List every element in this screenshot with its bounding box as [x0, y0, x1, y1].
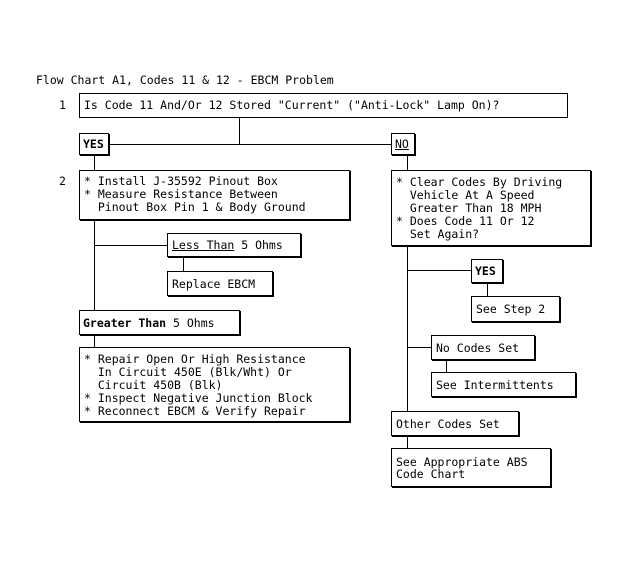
repair-line: * Repair Open Or High Resistance — [84, 352, 306, 366]
clear-codes-line: Greater Than 18 MPH — [396, 201, 542, 215]
connector — [487, 283, 488, 296]
see-step-2-box: See Step 2 — [471, 296, 560, 322]
no-label-box: NO — [391, 133, 415, 155]
clear-codes-line: * Clear Codes By Driving — [396, 175, 563, 189]
connector — [446, 360, 447, 372]
chart-title: Flow Chart A1, Codes 11 & 12 - EBCM Prob… — [36, 73, 334, 87]
connector — [94, 245, 168, 246]
repair-line: * Reconnect EBCM & Verify Repair — [84, 404, 306, 418]
clear-codes-line: * Does Code 11 Or 12 — [396, 214, 535, 228]
yes-2-label-box: YES — [471, 259, 503, 283]
step-2-line: Pinout Box Pin 1 & Body Ground — [84, 200, 306, 214]
no-codes-set-box: No Codes Set — [431, 335, 535, 360]
step-2-number: 2 — [59, 174, 66, 188]
see-step-2-label: See Step 2 — [476, 302, 546, 316]
connector — [407, 436, 408, 448]
step-1-question-box: Is Code 11 And/Or 12 Stored "Current" ("… — [79, 93, 568, 118]
other-codes-set-label: Other Codes Set — [396, 417, 500, 431]
replace-ebcm-label: Replace EBCM — [172, 277, 256, 291]
clear-codes-box: * Clear Codes By Driving Vehicle At A Sp… — [391, 170, 591, 246]
greater-than-label: Greater Than 5 Ohms — [83, 317, 215, 330]
connector — [407, 270, 472, 271]
see-abs-line: Code Chart — [396, 467, 466, 481]
clear-codes-line: Vehicle At A Speed — [396, 188, 535, 202]
no-codes-set-label: No Codes Set — [436, 341, 520, 355]
connector — [407, 155, 408, 170]
connector — [94, 155, 95, 170]
clear-codes-line: Set Again? — [396, 227, 480, 241]
yes-label-box: YES — [79, 133, 109, 155]
step-2-box: * Install J-35592 Pinout Box * Measure R… — [79, 170, 350, 220]
less-than-suffix: 5 Ohms — [234, 238, 283, 252]
connector — [108, 144, 392, 145]
step-1-question: Is Code 11 And/Or 12 Stored "Current" ("… — [84, 98, 500, 112]
repair-line: In Circuit 450E (Blk/Wht) Or — [84, 365, 292, 379]
connector — [239, 118, 240, 144]
step-2-line: * Measure Resistance Between — [84, 187, 278, 201]
connector — [407, 347, 431, 348]
less-than-box: Less Than 5 Ohms — [167, 233, 301, 257]
step-2-line: * Install J-35592 Pinout Box — [84, 174, 278, 188]
yes-label: YES — [83, 137, 104, 151]
repair-box: * Repair Open Or High Resistance In Circ… — [79, 347, 350, 422]
connector — [407, 246, 408, 411]
connector — [183, 257, 184, 271]
see-intermittents-box: See Intermittents — [431, 372, 576, 397]
greater-than-box: Greater Than 5 Ohms — [79, 310, 240, 335]
see-abs-box: See Appropriate ABS Code Chart — [391, 448, 551, 487]
repair-line: Circuit 450B (Blk) — [84, 378, 223, 392]
step-1-number: 1 — [59, 98, 66, 112]
see-abs-line: See Appropriate ABS — [396, 455, 528, 469]
less-than-label: Less Than 5 Ohms — [172, 239, 283, 252]
no-label: NO — [395, 137, 409, 151]
other-codes-set-box: Other Codes Set — [391, 411, 519, 436]
connector — [94, 220, 95, 310]
see-intermittents-label: See Intermittents — [436, 378, 554, 392]
replace-ebcm-box: Replace EBCM — [167, 271, 273, 296]
yes-2-label: YES — [475, 264, 496, 278]
repair-line: * Inspect Negative Junction Block — [84, 391, 313, 405]
greater-than-suffix: 5 Ohms — [166, 316, 215, 330]
less-than-prefix: Less Than — [172, 238, 235, 252]
greater-than-prefix: Greater Than — [83, 316, 167, 330]
connector — [94, 335, 95, 347]
